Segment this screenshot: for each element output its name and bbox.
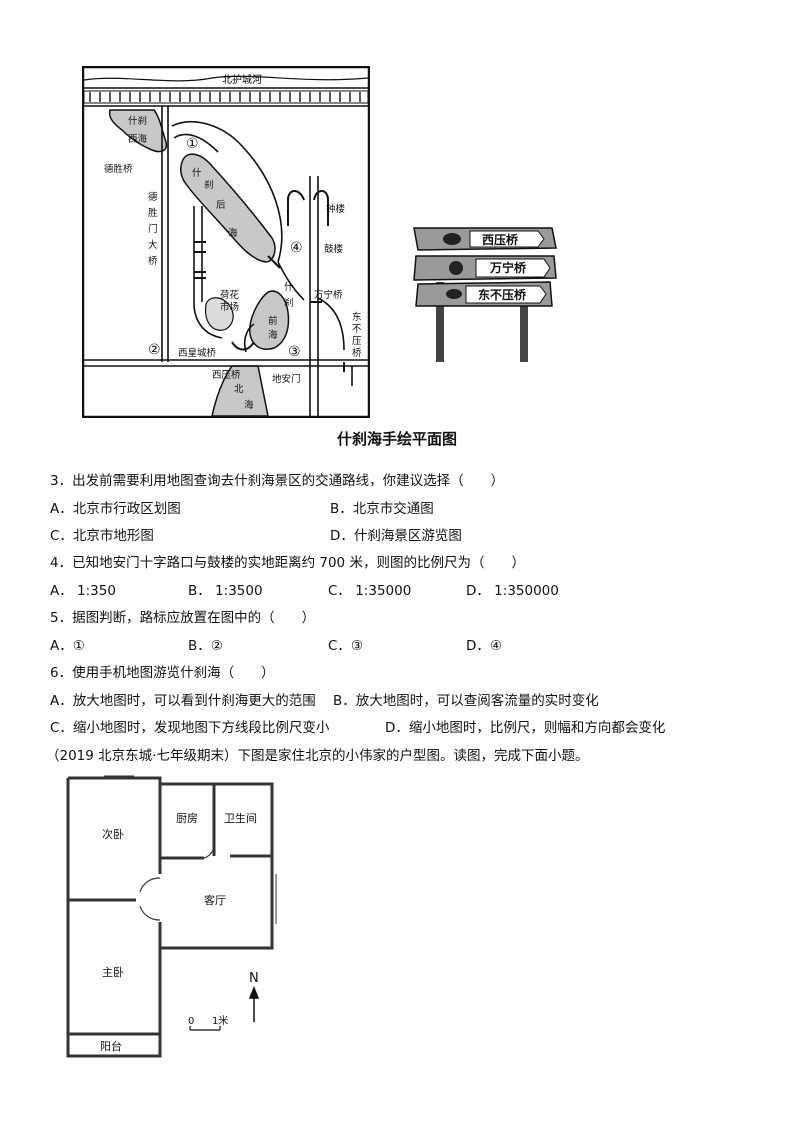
svg-text:西海: 西海 <box>128 133 148 145</box>
svg-text:鼓楼: 鼓楼 <box>324 243 344 255</box>
room-balcony: 阳台 <box>100 1039 122 1053</box>
room-living: 客厅 <box>204 893 226 907</box>
svg-text:门: 门 <box>148 223 158 235</box>
signpost-illustration: 西压桥 万宁桥 东不压桥 <box>413 227 557 362</box>
shichahai-map: 北护城河 什刹 <box>82 66 370 418</box>
q5-option-b[interactable]: B．② <box>188 638 223 654</box>
question-3-stem: 3．出发前需要利用地图查询去什刹海景区的交通路线，你建议选择（ ） <box>50 473 505 489</box>
q6-option-c[interactable]: C．缩小地图时，发现地图下方线段比例尺变小 <box>50 720 330 736</box>
svg-text:胜: 胜 <box>148 208 158 219</box>
svg-text:德: 德 <box>148 191 158 203</box>
marker-1: ① <box>186 136 199 152</box>
qianhai-lake <box>249 290 290 350</box>
room-master-bedroom: 主卧 <box>102 966 124 979</box>
svg-text:西压桥: 西压桥 <box>212 369 241 381</box>
svg-text:北: 北 <box>234 384 244 395</box>
q4-option-b[interactable]: B． 1:3500 <box>188 583 263 599</box>
question-6-stem: 6．使用手机地图游览什刹海（ ） <box>50 665 275 681</box>
marker-4: ④ <box>290 240 303 256</box>
moat-label: 北护城河 <box>222 73 262 86</box>
svg-text:荷花: 荷花 <box>220 289 240 301</box>
north-arrow-icon <box>248 985 260 1022</box>
svg-text:压: 压 <box>352 336 362 347</box>
svg-text:市场: 市场 <box>220 301 239 313</box>
room-bathroom: 卫生间 <box>224 811 257 825</box>
floorplan-intro: （2019 北京东城·七年级期末）下图是家住北京的小伟家的户型图。读图，完成下面… <box>46 748 589 764</box>
q3-option-d[interactable]: D．什刹海景区游览图 <box>330 528 462 544</box>
north-label: N <box>249 971 259 986</box>
svg-text:地安门: 地安门 <box>272 373 301 385</box>
svg-text:海: 海 <box>244 399 254 411</box>
svg-text:桥: 桥 <box>352 347 362 359</box>
svg-text:什: 什 <box>284 281 294 293</box>
svg-text:德胜桥: 德胜桥 <box>104 163 133 175</box>
q3-option-b[interactable]: B．北京市交通图 <box>330 501 434 517</box>
q5-option-c[interactable]: C．③ <box>328 638 364 654</box>
sign-wanning-bridge: 万宁桥 <box>489 260 527 275</box>
q3-option-c[interactable]: C．北京市地形图 <box>50 528 154 544</box>
q4-option-a[interactable]: A． 1:350 <box>50 583 116 599</box>
svg-text:刹: 刹 <box>204 180 214 191</box>
q5-option-d[interactable]: D．④ <box>466 638 502 654</box>
svg-text:刹: 刹 <box>284 298 294 309</box>
question-4-stem: 4．已知地安门十字路口与鼓楼的实地距离约 700 米，则图的比例尺为（ ） <box>50 555 525 571</box>
svg-text:万宁桥: 万宁桥 <box>314 289 343 301</box>
room-kitchen: 厨房 <box>176 812 198 825</box>
map-caption: 什刹海手绘平面图 <box>336 430 457 448</box>
svg-text:后: 后 <box>216 200 226 211</box>
q5-option-a[interactable]: A．① <box>50 638 85 654</box>
scale-zero: 0 <box>188 1016 194 1027</box>
svg-text:桥: 桥 <box>148 255 158 267</box>
scale-unit: 1米 <box>212 1014 228 1027</box>
svg-text:东: 东 <box>352 311 362 323</box>
room-second-bedroom: 次卧 <box>102 827 124 841</box>
svg-text:什: 什 <box>192 167 202 179</box>
svg-text:海: 海 <box>268 329 278 341</box>
beihai-lake <box>211 365 269 417</box>
floor-plan: 次卧 厨房 卫生间 客厅 主卧 阳台 N 0 1米 <box>66 775 277 1058</box>
q6-option-d[interactable]: D．缩小地图时，比例尺，则幅和方向都会变化 <box>385 720 666 736</box>
svg-text:大: 大 <box>148 239 158 251</box>
houhai-lake <box>180 153 276 263</box>
q4-option-c[interactable]: C． 1:35000 <box>328 583 412 599</box>
svg-text:不: 不 <box>352 324 362 335</box>
sign-dongbuya-bridge: 东不压桥 <box>478 287 527 302</box>
q4-option-d[interactable]: D． 1:350000 <box>466 583 559 599</box>
q6-option-b[interactable]: B．放大地图时，可以查阅客流量的实时变化 <box>333 693 599 709</box>
question-5-stem: 5．据图判断，路标应放置在图中的（ ） <box>50 610 316 626</box>
sign-xiya-bridge: 西压桥 <box>482 232 519 247</box>
svg-text:钟楼: 钟楼 <box>326 203 346 215</box>
svg-text:什刹: 什刹 <box>128 115 147 127</box>
svg-text:前: 前 <box>268 315 278 327</box>
svg-text:西皇城桥: 西皇城桥 <box>178 347 217 359</box>
q3-option-a[interactable]: A．北京市行政区划图 <box>50 501 181 517</box>
marker-3: ③ <box>288 344 301 360</box>
marker-2: ② <box>148 342 161 358</box>
q6-option-a[interactable]: A．放大地图时，可以看到什刹海更大的范围 <box>50 693 316 709</box>
svg-text:海: 海 <box>228 227 238 239</box>
